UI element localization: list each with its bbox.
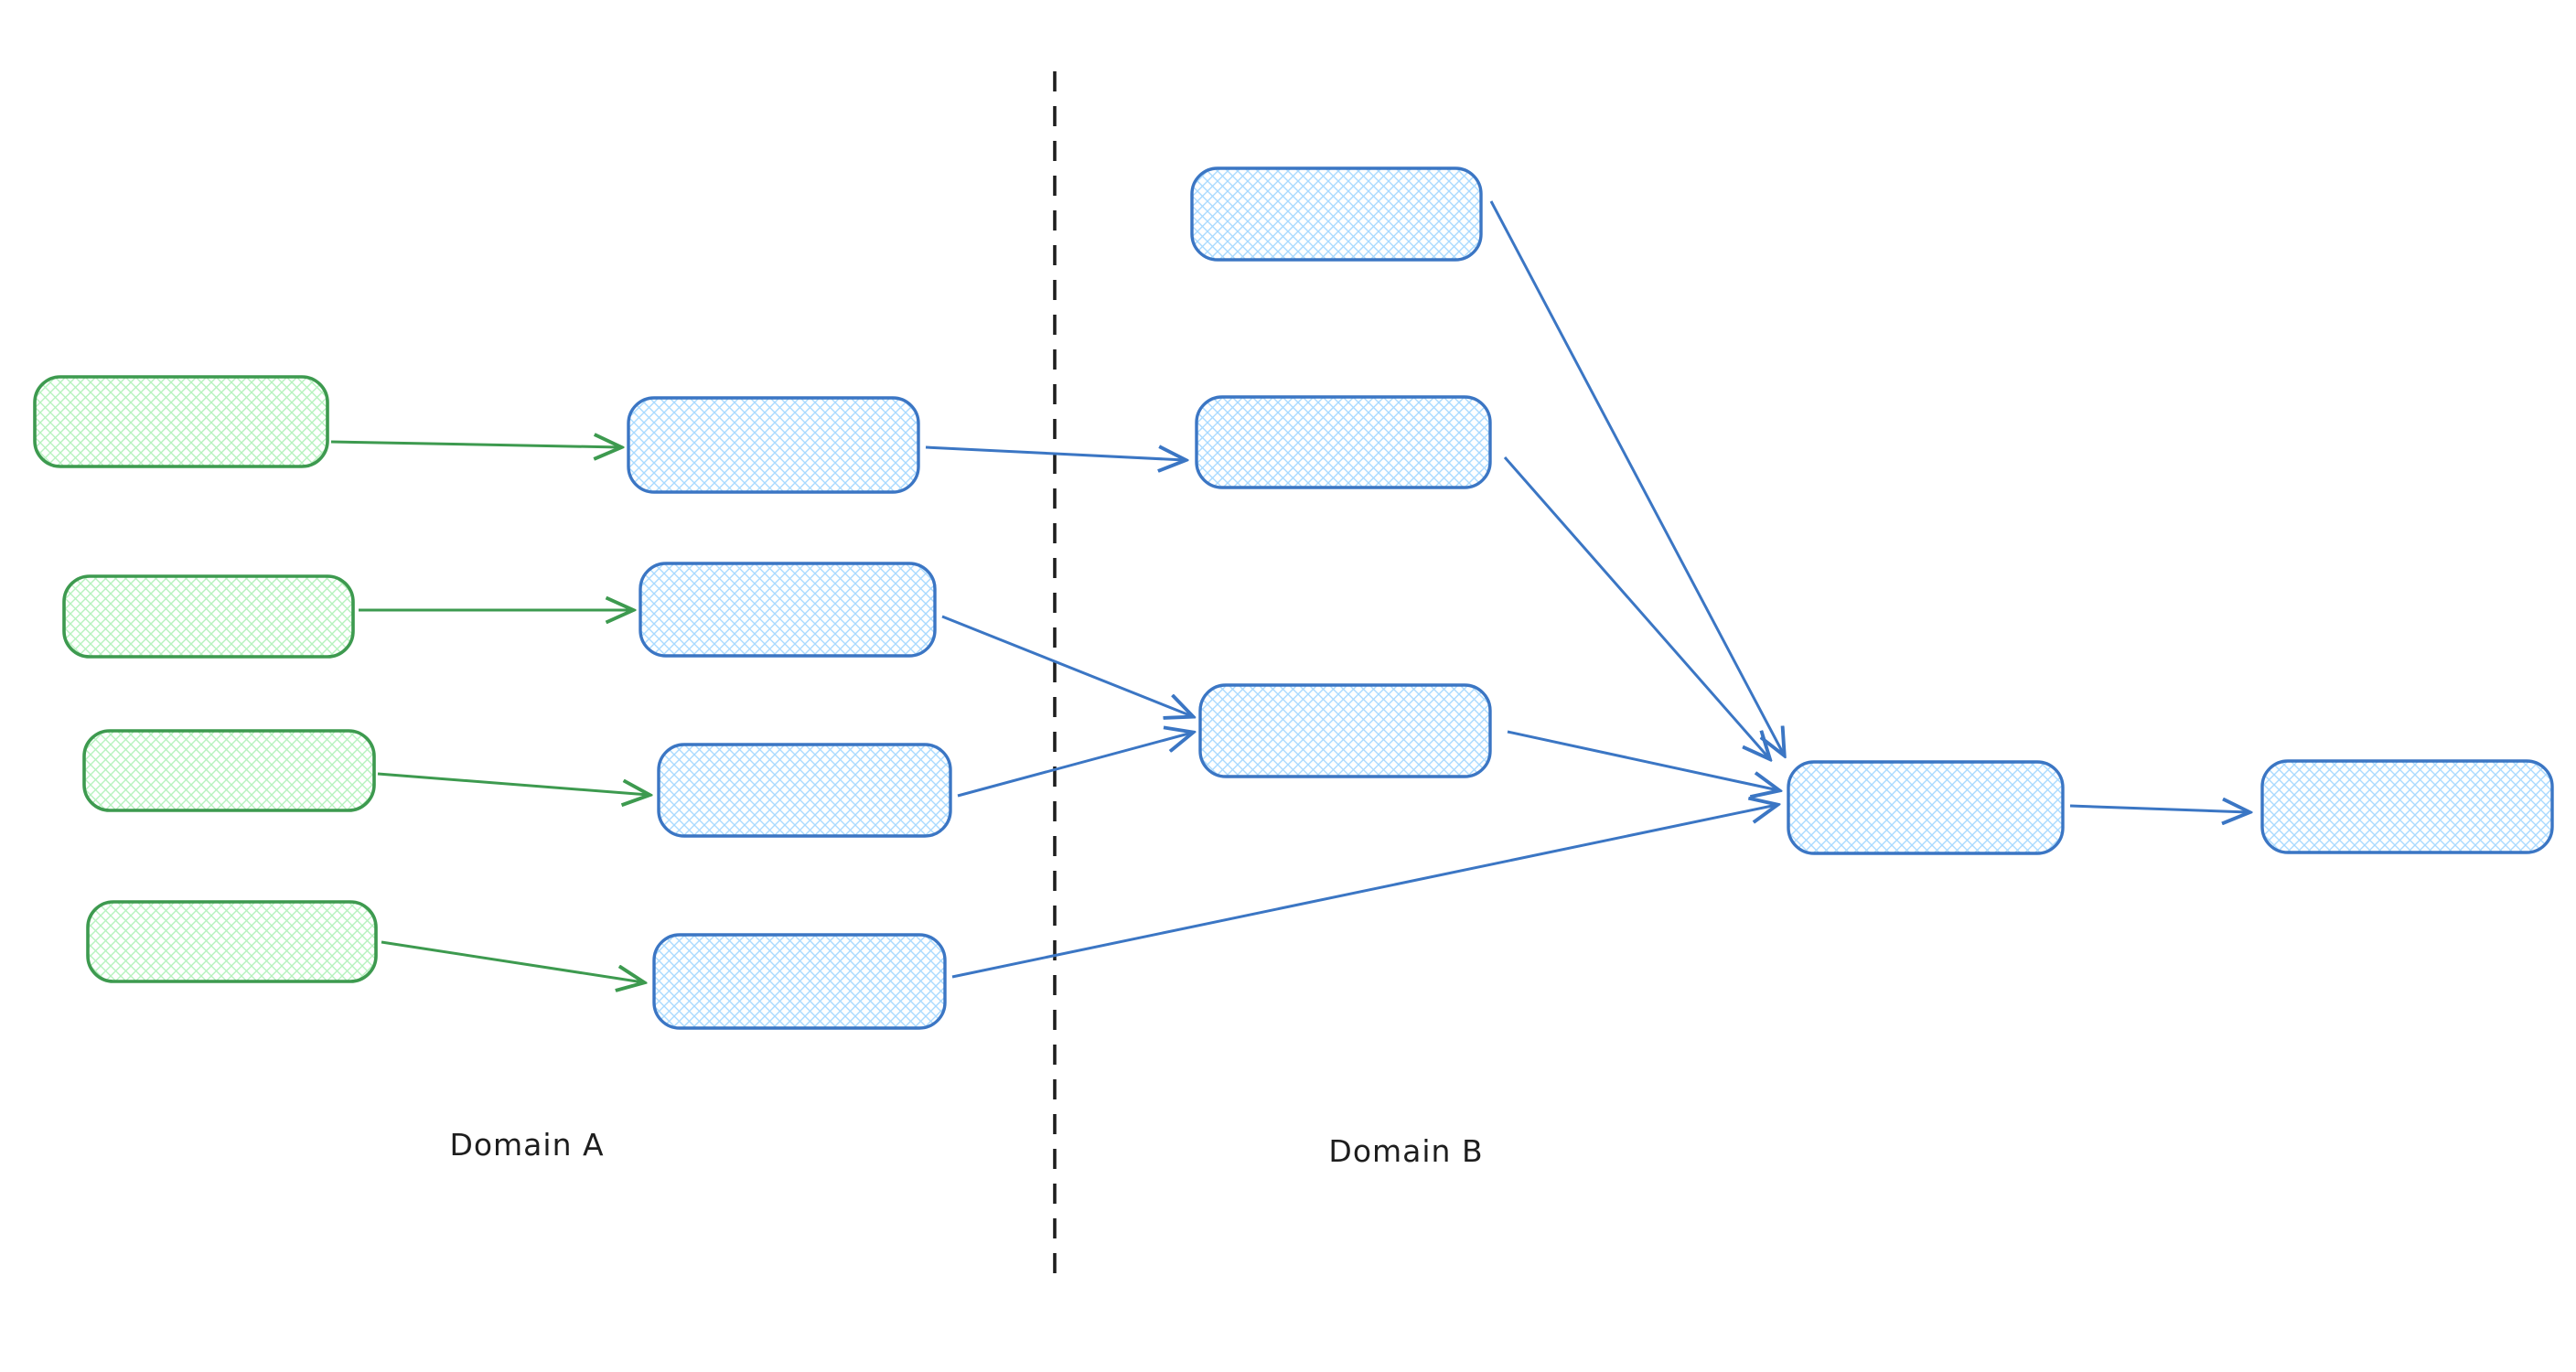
edge-aggregator-to-output bbox=[2069, 806, 2249, 812]
edge-a-blue3-to-b-node3 bbox=[957, 733, 1192, 798]
domain-a-blue-node-3 bbox=[657, 743, 952, 838]
edge-b-node1-to-aggregator bbox=[1489, 200, 1784, 755]
domain-b-blue-node-1 bbox=[1190, 166, 1483, 262]
edge-green3-to-blue3 bbox=[377, 772, 649, 795]
edge-green4-to-blue4 bbox=[381, 940, 643, 982]
edge-b-node2-to-aggregator bbox=[1503, 456, 1769, 758]
edge-a-blue1-to-b-node2 bbox=[925, 447, 1185, 460]
domain-a-blue-node-1 bbox=[627, 396, 920, 494]
edge-a-blue4-to-aggregator bbox=[951, 805, 1776, 979]
domain-a-green-node-3 bbox=[82, 729, 376, 812]
domain-a-green-node-1 bbox=[33, 375, 329, 468]
domain-a-label: Domain A bbox=[449, 1127, 604, 1163]
domain-a-green-node-2 bbox=[62, 574, 355, 659]
domain-b-output-node bbox=[2260, 759, 2554, 854]
domain-b-aggregator-node bbox=[1787, 760, 2065, 855]
domain-a-green-node-4 bbox=[86, 900, 378, 983]
domain-a-blue-node-4 bbox=[652, 933, 947, 1030]
domain-b-label: Domain B bbox=[1328, 1133, 1483, 1169]
domain-b-blue-node-2 bbox=[1195, 395, 1492, 489]
edge-green1-to-blue1 bbox=[330, 442, 620, 447]
domain-a-blue-node-2 bbox=[639, 562, 937, 658]
edge-b-node3-to-aggregator bbox=[1507, 730, 1778, 790]
domain-b-blue-node-3 bbox=[1198, 683, 1492, 778]
edge-a-blue2-to-b-node3 bbox=[941, 615, 1192, 716]
